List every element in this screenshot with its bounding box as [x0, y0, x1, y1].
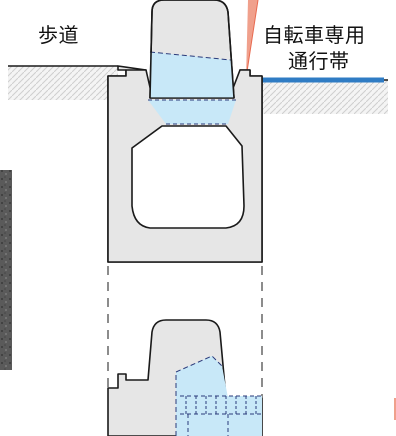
curb-head-blue: [150, 52, 234, 98]
asphalt-edge: [0, 170, 12, 370]
rebar-band: [180, 396, 262, 414]
roadway-ground: [240, 80, 388, 114]
orange-edge-marker: [394, 398, 396, 420]
sidewalk-label: 歩道: [38, 23, 79, 47]
blue-neck-region: [148, 100, 236, 124]
rebar-ticks: [185, 396, 257, 414]
bike-lane-label-line1: 自転車専用: [263, 23, 366, 47]
sidewalk-ground: [8, 66, 118, 100]
bike-lane-label-line2: 通行帯: [288, 49, 350, 73]
gutter-cavity: [131, 125, 245, 229]
